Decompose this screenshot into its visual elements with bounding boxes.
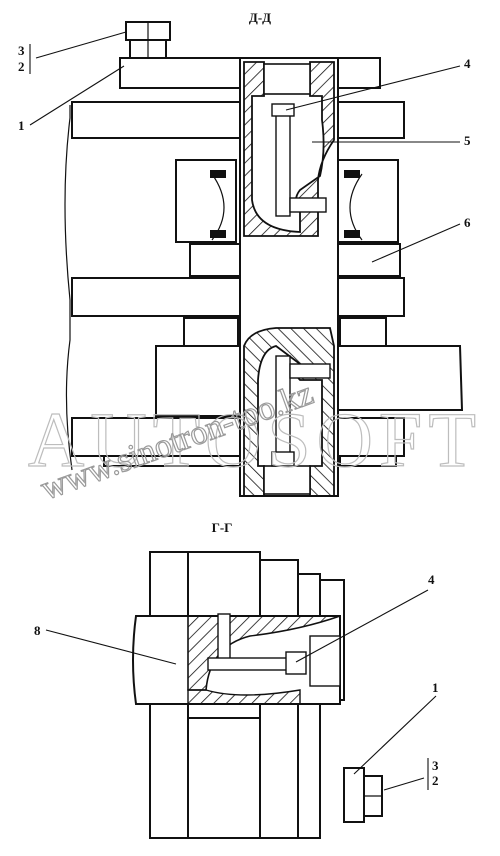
section-title-gg: Г-Г [212, 520, 233, 535]
lower-collar-left [183, 317, 239, 349]
lower-beam [71, 417, 405, 457]
pin-lower-cap [263, 465, 311, 495]
section-gg: Г-Г 8 4 1 3 2 [34, 520, 439, 839]
callout-5-top: 5 [464, 133, 471, 148]
block-bottom [187, 717, 261, 839]
callout-3-bottom: 3 [432, 758, 439, 773]
grease-nipple-upper [271, 103, 295, 117]
callout-2-top: 2 [18, 59, 25, 74]
middle-beam [71, 277, 405, 317]
lower-block-left [155, 345, 243, 417]
lower-collar-right [339, 317, 387, 349]
upper-beam [71, 101, 405, 139]
callout-4-top: 4 [464, 56, 471, 71]
callout-4-bottom: 4 [428, 572, 435, 587]
grease-channel-gg [217, 613, 231, 665]
pin-upper-cap [263, 63, 311, 95]
plate-far-right [297, 573, 321, 839]
callout-2-bottom: 2 [432, 773, 439, 788]
watermark-brand: AUTOSOFT [28, 396, 482, 483]
callout-8: 8 [34, 623, 41, 638]
housing-left-edge [64, 105, 73, 471]
callout-3-top: 3 [18, 43, 25, 58]
grease-nipple-gg [285, 651, 307, 675]
callout-1-bottom: 1 [432, 680, 439, 695]
section-dd: Д-Д [18, 10, 471, 497]
grease-nipple-lower [271, 451, 295, 467]
washer-gg [343, 767, 365, 823]
callout-6-top: 6 [464, 215, 471, 230]
block-top [187, 551, 261, 623]
bearing-left [175, 159, 237, 243]
grease-channel-upper [275, 107, 291, 217]
section-title-dd: Д-Д [249, 10, 271, 25]
base-right [339, 455, 397, 467]
callout-1-top: 1 [18, 118, 25, 133]
pin-upper [243, 61, 335, 237]
